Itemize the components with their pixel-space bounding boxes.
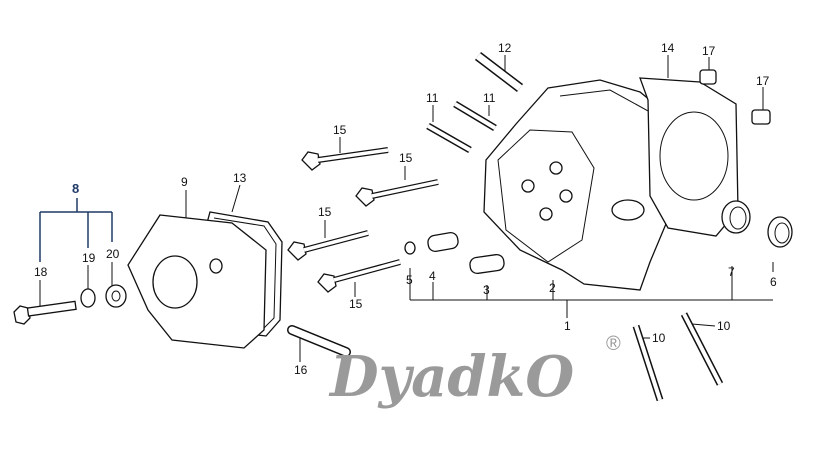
grommet-20 <box>105 284 127 308</box>
callout-10a: 10 <box>652 331 666 345</box>
callout-20: 20 <box>106 247 120 261</box>
group-8-bracket <box>39 198 113 262</box>
callout-13: 13 <box>233 171 247 185</box>
studs-11 <box>426 100 497 154</box>
bolts-15 <box>287 147 439 293</box>
callout-15c: 15 <box>318 205 332 219</box>
callout-6: 6 <box>770 275 777 289</box>
callout-16: 16 <box>294 363 308 377</box>
callout-12: 12 <box>498 41 512 55</box>
pin-16 <box>287 325 351 357</box>
dowel-17a <box>699 69 717 85</box>
callout-2: 2 <box>549 281 556 295</box>
valve-cover-9 <box>127 214 267 349</box>
dowel-17b <box>751 109 771 125</box>
leader-lines <box>39 55 774 362</box>
guide-4 <box>427 231 459 253</box>
callout-11b: 11 <box>483 91 496 105</box>
callout-15a: 15 <box>333 123 347 137</box>
callout-8: 8 <box>72 181 79 196</box>
callout-19: 19 <box>82 251 96 265</box>
guide-3 <box>469 253 505 275</box>
callout-14: 14 <box>661 41 675 55</box>
callout-7: 7 <box>728 265 735 279</box>
callout-9: 9 <box>181 175 188 189</box>
callout-17b: 17 <box>756 74 770 88</box>
callout-15b: 15 <box>399 151 413 165</box>
watermark-logo: DyadkO <box>328 344 574 410</box>
spark-plug-12 <box>474 52 524 92</box>
cylinder-head-2 <box>483 79 677 291</box>
bolt-18 <box>13 300 77 325</box>
registered-mark: ® <box>606 333 621 355</box>
oring-5 <box>404 241 416 255</box>
callout-5: 5 <box>406 273 413 287</box>
seal-6 <box>767 216 793 248</box>
callouts: 8 18 19 20 9 13 16 15 15 15 15 11 11 12 … <box>34 41 777 377</box>
callout-4: 4 <box>429 269 436 283</box>
callout-15d: 15 <box>349 297 363 311</box>
callout-17a: 17 <box>702 44 716 58</box>
callout-11a: 11 <box>426 91 439 105</box>
head-gasket-14 <box>639 77 739 237</box>
callout-10b: 10 <box>717 319 731 333</box>
studs-10 <box>632 312 724 402</box>
callout-18: 18 <box>34 265 48 279</box>
washer-19 <box>80 288 96 308</box>
callout-3: 3 <box>483 283 490 297</box>
seal-7 <box>721 200 751 234</box>
callout-1: 1 <box>564 319 571 333</box>
